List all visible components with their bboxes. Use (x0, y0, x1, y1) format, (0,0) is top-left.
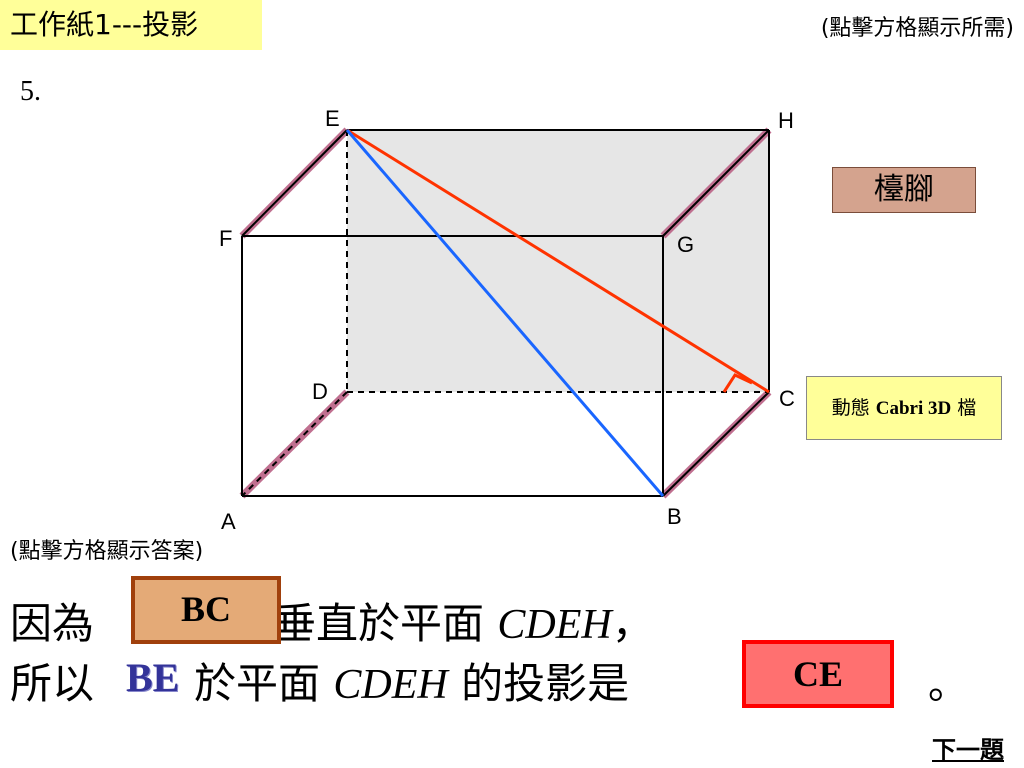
segment-be-label: BE (126, 655, 180, 700)
cabri-prefix: 動態 (831, 397, 876, 419)
edge-ef (241, 129, 348, 237)
line1-suffix: ， (611, 599, 654, 648)
line2-prefix: 所以 (10, 659, 95, 708)
line1-prefix: 因為 (10, 599, 95, 648)
edge-hg (662, 129, 770, 237)
right-angle-mark (722, 373, 753, 393)
line2-suffix: 的投影是 (461, 659, 630, 708)
stage-button[interactable]: 檯腳 (832, 167, 976, 213)
vertex-label-c: C (779, 386, 795, 411)
edge-cb (662, 391, 770, 497)
answer-box-bc[interactable]: BC (131, 576, 281, 644)
cabri-3d-file-button[interactable]: 動態 Cabri 3D 檔 (806, 376, 1002, 440)
line1-plane: CDEH (497, 602, 612, 648)
period-mark: 。 (928, 662, 968, 708)
line2-mid: 於平面 (194, 659, 321, 708)
answer-line-1: 因為 垂直於平面 CDEH， (10, 590, 654, 651)
answer-line-2: 所以 於平面 CDEH 的投影是 (10, 650, 629, 711)
vertex-label-f: F (219, 226, 232, 251)
worksheet-title: 工作紙1---投影 (0, 0, 262, 50)
click-hint-answer: (點擊方格顯示答案) (10, 539, 204, 564)
vertex-label-h: H (778, 108, 794, 133)
click-hint-top: (點擊方格顯示所需) (820, 16, 1014, 41)
line-ec (346, 128, 770, 394)
answer-box-ce[interactable]: CE (742, 640, 894, 708)
line2-plane: CDEH (333, 662, 448, 708)
cabri-name: Cabri 3D (875, 398, 952, 419)
cabri-suffix: 檔 (951, 397, 977, 419)
edge-da-hidden (241, 391, 348, 497)
vertex-label-d: D (312, 379, 328, 404)
vertex-label-a: A (221, 509, 236, 534)
vertex-label-b: B (667, 504, 682, 529)
line-eb (345, 129, 665, 497)
question-number: 5. (20, 76, 41, 107)
vertex-label-e: E (325, 106, 340, 131)
vertex-label-g: G (677, 232, 694, 257)
line1-mid: 垂直於平面 (274, 599, 485, 648)
next-question-link[interactable]: 下一題 (932, 736, 1004, 764)
cuboid-figure: E H F G D C A B (219, 106, 795, 534)
